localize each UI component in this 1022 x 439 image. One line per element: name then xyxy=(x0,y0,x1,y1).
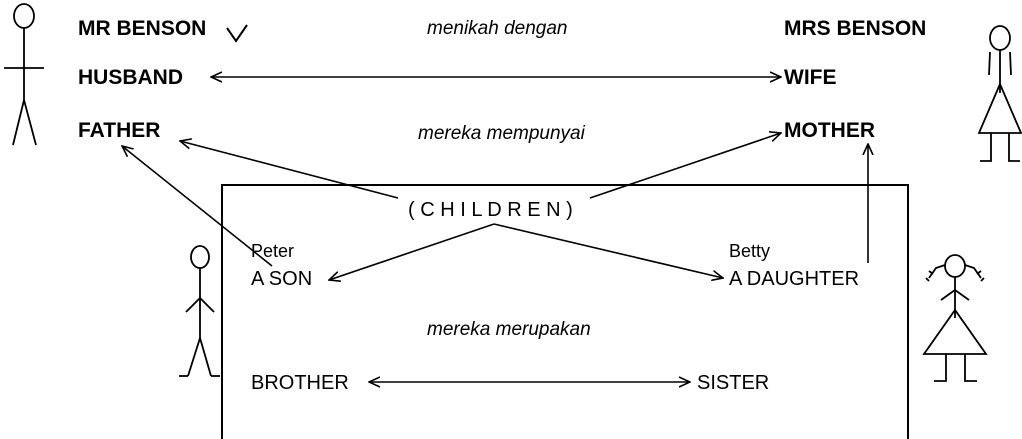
daughter-role: A DAUGHTER xyxy=(729,268,860,290)
mr-benson-figure xyxy=(4,3,44,146)
daughter-name: Betty xyxy=(729,241,771,261)
mrs-benson-figure xyxy=(977,25,1022,162)
son-name: Peter xyxy=(251,241,295,261)
have-phrase: mereka mempunyai xyxy=(418,123,585,144)
tick-mark xyxy=(226,24,248,43)
betty-figure xyxy=(922,254,988,382)
children-son-arrow xyxy=(329,223,495,280)
peter-figure xyxy=(179,245,220,377)
husband-label: HUSBAND xyxy=(78,66,183,89)
children-daughter-arrow xyxy=(493,223,723,278)
children-label: ( C H I L D R E N ) xyxy=(408,199,573,221)
son-father-arrow xyxy=(122,146,273,267)
mother-label: MOTHER xyxy=(784,119,875,142)
married-phrase: menikah dengan xyxy=(427,18,568,39)
sister-label: SISTER xyxy=(697,372,770,394)
father-label: FATHER xyxy=(78,119,161,142)
children-father-arrow xyxy=(180,141,399,199)
children-box xyxy=(221,184,909,439)
are-phrase: mereka merupakan xyxy=(427,319,591,340)
mr-benson-label: MR BENSON xyxy=(78,17,207,40)
wife-label: WIFE xyxy=(784,66,837,89)
children-mother-arrow xyxy=(589,133,781,199)
son-role: A SON xyxy=(251,268,313,290)
brother-label: BROTHER xyxy=(251,372,349,394)
mrs-benson-label: MRS BENSON xyxy=(784,17,927,40)
